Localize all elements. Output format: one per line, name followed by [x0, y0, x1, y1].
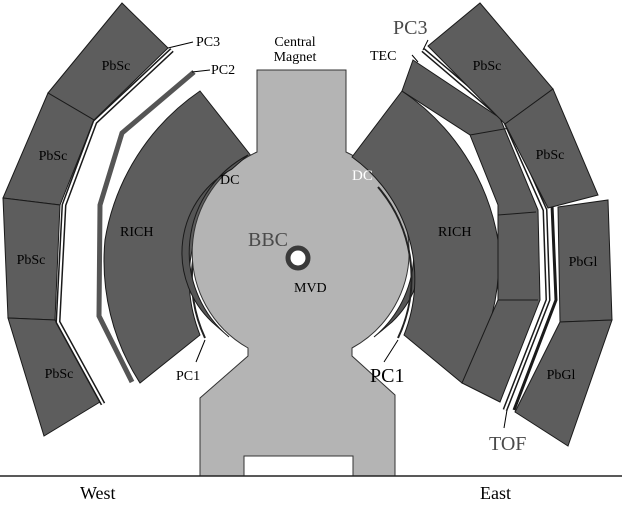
west-pbsc-label-2: PbSc [39, 149, 68, 164]
west-dc-label: DC [220, 173, 239, 188]
east-tec-label: TEC [370, 49, 396, 64]
east-tof-label: TOF [489, 433, 526, 455]
east-pbsc-label-2: PbSc [536, 148, 565, 163]
east-pc1-label: PC1 [370, 365, 404, 387]
east-pbsc-sector-2 [504, 88, 599, 209]
east-rich-label: RICH [438, 225, 471, 240]
east-pbsc-label-1: PbSc [473, 59, 502, 74]
east-pc3-label: PC3 [393, 17, 427, 39]
west-dc [181, 154, 249, 338]
west-pc2-strip [96, 70, 196, 384]
mvd-label: MVD [294, 281, 327, 296]
west-pc3-label: PC3 [196, 35, 220, 50]
west-pbsc-label-4: PbSc [45, 367, 74, 382]
west-pbsc-label-1: PbSc [102, 59, 131, 74]
east-tof-strip [512, 204, 558, 411]
west-rich-label: RICH [120, 225, 153, 240]
west-pbsc-label-3: PbSc [17, 253, 46, 268]
east-dc-label: DC [352, 168, 373, 184]
central-magnet-label-line1: Central [274, 35, 315, 50]
east-pbgl-label-2: PbGl [547, 368, 576, 383]
central-magnet-label-line2: Magnet [274, 50, 317, 65]
west-pc2-label: PC2 [211, 63, 235, 78]
east-pbgl-label-1: PbGl [569, 255, 598, 270]
east-label: East [480, 483, 511, 503]
east-tec [401, 59, 541, 403]
west-pc1-label: PC1 [176, 369, 200, 384]
west-label: West [80, 483, 116, 503]
mvd-ring [285, 245, 311, 271]
east-pbgl-sector-2 [514, 319, 613, 447]
east-pc1-arc [377, 186, 413, 339]
bbc-label: BBC [248, 229, 288, 251]
